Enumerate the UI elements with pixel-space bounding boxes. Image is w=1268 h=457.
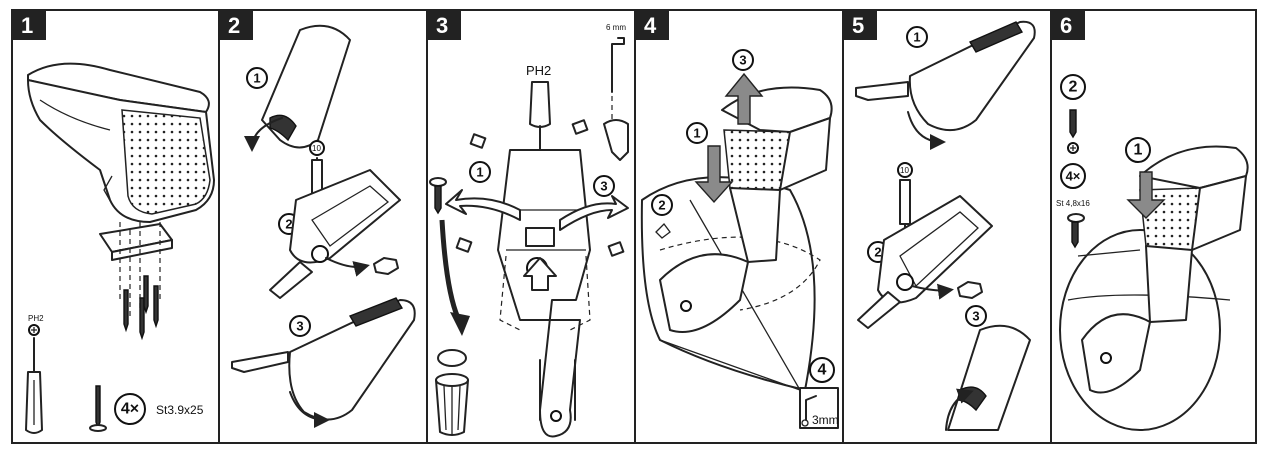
wood-screw-icon bbox=[89, 385, 107, 432]
wrench-size-circle bbox=[897, 162, 913, 178]
panel-4-step-4: 4 bbox=[818, 362, 827, 379]
step-1-circle bbox=[686, 122, 708, 144]
console-bin bbox=[1081, 313, 1151, 394]
panel-6-step-1: 1 bbox=[1134, 142, 1143, 159]
panel-4-number: 4 bbox=[644, 13, 657, 38]
down-arrow-icon bbox=[1126, 171, 1166, 219]
screw-icon bbox=[429, 177, 447, 187]
panel-5: 5 1 10 2 3 bbox=[842, 9, 1052, 444]
step-1-circle bbox=[469, 161, 491, 183]
rotate-arrow-icon bbox=[244, 117, 283, 152]
panel-6-screw-spec: St 4,8x16 bbox=[1056, 199, 1090, 208]
up-arrow-icon bbox=[724, 72, 764, 125]
panel-5-badge bbox=[843, 10, 877, 40]
step-3-circle bbox=[289, 315, 311, 337]
panel-6-step-2: 2 bbox=[1069, 79, 1078, 96]
quantity-circle bbox=[1060, 163, 1086, 189]
bolt-icon bbox=[603, 119, 629, 161]
panel-2: 2 1 10 2 3 bbox=[218, 9, 428, 444]
step-1-circle bbox=[246, 67, 268, 89]
panel-3-tool-label: PH2 bbox=[526, 63, 551, 78]
nut-icon bbox=[957, 281, 983, 299]
hex-key-label: 6 mm bbox=[606, 23, 626, 32]
step-1-circle bbox=[906, 26, 928, 48]
push-arrow-icon bbox=[855, 81, 909, 101]
panel-4: 4 1 3 2 4 3mm bbox=[634, 9, 844, 444]
panel-6-screw-count: 4× bbox=[1066, 169, 1081, 184]
panel-5-wrench-label: 10 bbox=[900, 166, 909, 175]
step-2-circle bbox=[1060, 74, 1086, 100]
panel-2-badge bbox=[219, 10, 253, 40]
panel-2-step-1: 1 bbox=[253, 71, 260, 86]
wrench-size-circle bbox=[309, 140, 325, 156]
drill-icon bbox=[805, 395, 817, 421]
nut-icon bbox=[373, 257, 399, 275]
panel-2-number: 2 bbox=[228, 13, 240, 38]
armrest-side bbox=[288, 299, 416, 421]
clip-icon bbox=[469, 133, 487, 149]
console-outline bbox=[1059, 229, 1221, 431]
panel-3-badge bbox=[427, 10, 461, 40]
cap-icon bbox=[437, 349, 467, 367]
screwdriver-bit-icon bbox=[1069, 109, 1077, 139]
down-arrow-icon bbox=[694, 145, 734, 204]
hex-key-icon bbox=[611, 37, 625, 93]
step-3-circle bbox=[732, 49, 754, 71]
panel-2-wrench-label: 10 bbox=[312, 144, 321, 153]
step-3-circle bbox=[965, 305, 987, 327]
drill-inset bbox=[799, 387, 839, 429]
armrest-top bbox=[1139, 145, 1249, 189]
quantity-circle bbox=[114, 393, 146, 425]
panel-2-step-3: 3 bbox=[296, 319, 303, 334]
panel-4-badge bbox=[635, 10, 669, 40]
armrest-side bbox=[908, 20, 1036, 131]
console-bin bbox=[659, 253, 749, 333]
screwdriver-handle bbox=[899, 179, 911, 225]
panel-4-drill-size: 3mm bbox=[812, 413, 839, 427]
panel-4-step-3: 3 bbox=[739, 53, 746, 68]
panel-6-badge bbox=[1051, 10, 1085, 40]
armrest-illustration bbox=[27, 62, 215, 223]
step-2-circle bbox=[651, 194, 673, 216]
panel-4-step-1: 1 bbox=[693, 126, 700, 141]
panel-1-number: 1 bbox=[21, 13, 33, 38]
curved-arrow-left-icon bbox=[445, 189, 521, 221]
panel-1-screw-spec: St3.9x25 bbox=[156, 403, 204, 417]
curved-arrow-right-icon bbox=[559, 195, 629, 231]
panel-1: 1 PH2 bbox=[11, 9, 220, 444]
panel-4-step-2: 2 bbox=[658, 198, 665, 213]
screw-icon bbox=[1067, 213, 1085, 223]
panel-6: 6 2 4× St 4,8x16 1 bbox=[1050, 9, 1257, 444]
screwdriver-handle bbox=[529, 81, 551, 128]
step-1-circle bbox=[1125, 137, 1151, 163]
panel-3-step-3: 3 bbox=[600, 179, 607, 194]
marker-icon bbox=[655, 223, 671, 239]
clamp-block bbox=[525, 227, 555, 247]
screwdriver-illustration: PH2 bbox=[25, 314, 44, 434]
panel-3: 3 PH2 6 mm 1 3 2 bbox=[426, 9, 636, 444]
panel-5-step-1: 1 bbox=[913, 30, 920, 45]
panel-5-number: 5 bbox=[852, 13, 864, 38]
step-4-circle bbox=[809, 357, 835, 383]
panel-1-screw-count: 4× bbox=[121, 401, 139, 418]
panel-3-step-1: 1 bbox=[476, 165, 483, 180]
down-arrow-icon bbox=[439, 219, 461, 319]
panel-2-step-2: 2 bbox=[285, 217, 292, 232]
mounting-screws bbox=[123, 275, 159, 341]
panel-5-step-3: 3 bbox=[972, 309, 979, 324]
panel-3-number: 3 bbox=[436, 13, 448, 38]
panel-6-number: 6 bbox=[1060, 13, 1072, 38]
up-arrow-icon bbox=[523, 257, 557, 291]
panel-5-step-2: 2 bbox=[874, 245, 881, 260]
panel-1-tool-label: PH2 bbox=[28, 314, 44, 323]
step-3-circle bbox=[593, 175, 615, 197]
pull-arrow-icon bbox=[231, 351, 289, 373]
panel-1-badge bbox=[12, 10, 46, 40]
console-bracket bbox=[289, 169, 401, 264]
